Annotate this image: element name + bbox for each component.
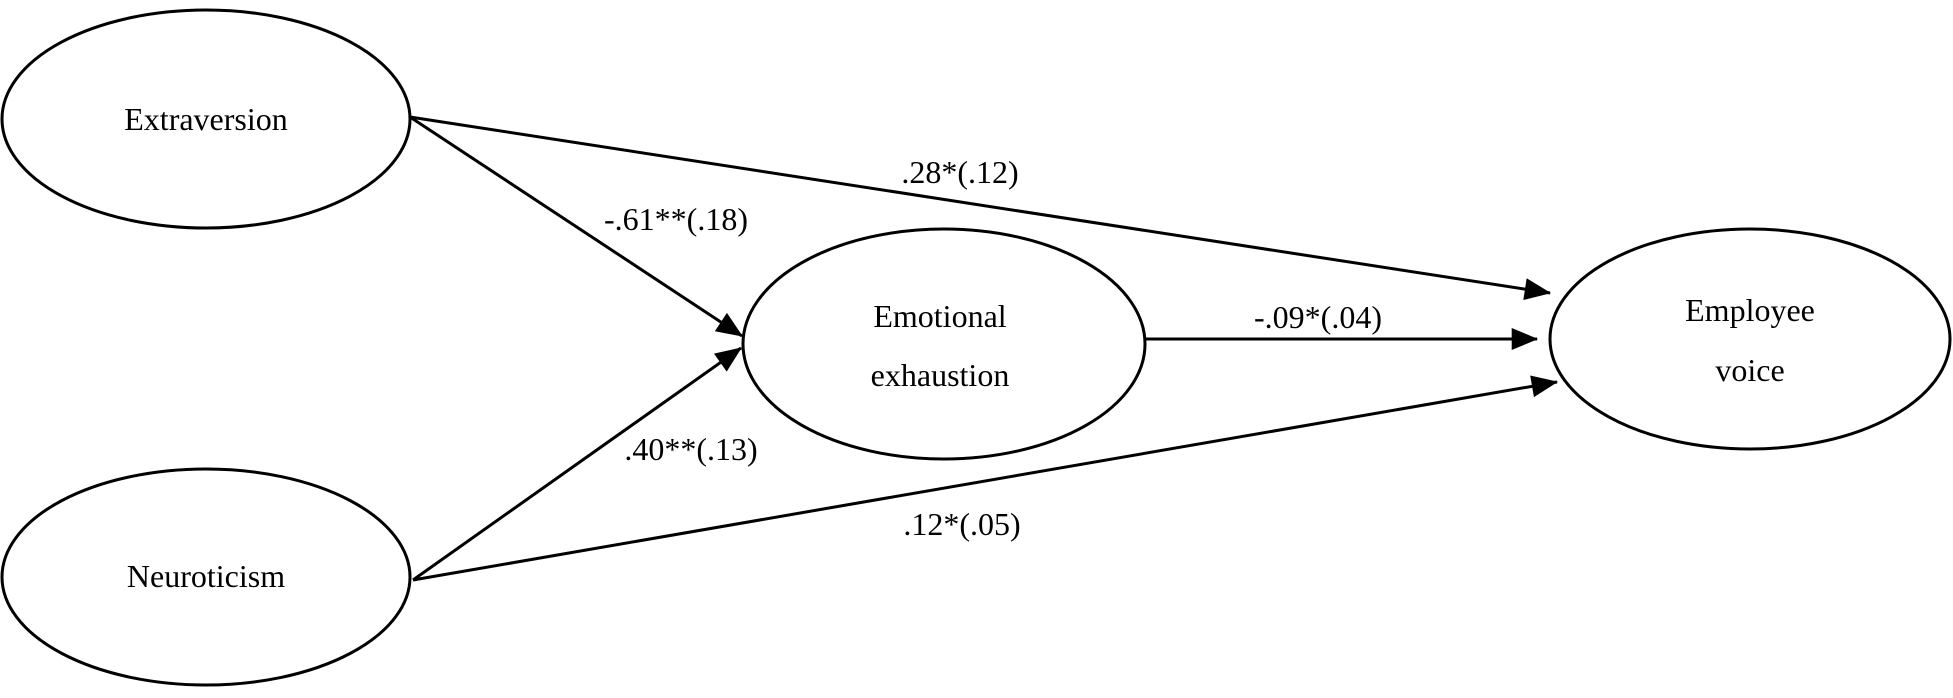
edge-neuroticism-to-exhaustion	[412, 346, 742, 582]
edge-label-neuroticism-to-exhaustion: .40**(.13)	[624, 431, 757, 467]
node-extraversion-ellipse	[0, 8, 412, 230]
node-emotional-exhaustion-ellipse	[741, 227, 1147, 461]
edge-label-extraversion-to-exhaustion: -.61**(.18)	[604, 201, 748, 237]
node-employee-voice-ellipse	[1548, 227, 1952, 451]
edge-extraversion-to-exhaustion	[409, 115, 743, 338]
node-neuroticism-label: Neuroticism	[127, 558, 285, 594]
node-employee-voice-label-line2: voice	[1715, 352, 1784, 388]
node-neuroticism: Neuroticism	[0, 467, 412, 687]
edge-extraversion-to-voice	[409, 115, 1552, 301]
edge-label-neuroticism-to-voice: .12*(.05)	[903, 506, 1020, 542]
node-emotional-exhaustion: Emotional exhaustion	[741, 227, 1147, 461]
node-emotional-exhaustion-label-line1: Emotional	[873, 298, 1006, 334]
node-employee-voice: Employee voice	[1548, 227, 1952, 451]
edge-neuroticism-to-voice	[412, 375, 1559, 582]
node-extraversion: Extraversion	[0, 8, 412, 230]
node-neuroticism-ellipse	[0, 467, 412, 687]
node-employee-voice-label-line1: Employee	[1685, 292, 1815, 328]
edge-label-exhaustion-to-voice: -.09*(.04)	[1254, 299, 1382, 335]
node-emotional-exhaustion-label-line2: exhaustion	[871, 357, 1010, 393]
node-extraversion-label: Extraversion	[124, 101, 288, 137]
edge-label-extraversion-to-voice: .28*(.12)	[901, 154, 1018, 190]
